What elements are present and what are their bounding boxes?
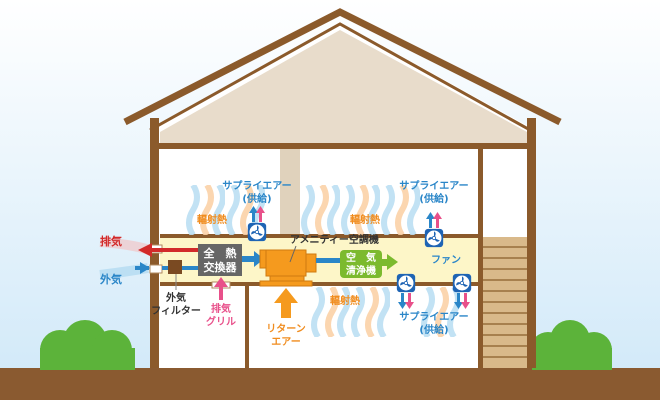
- supply-arrows-up: [249, 206, 442, 228]
- heat-exchanger: [198, 244, 242, 276]
- ground: [0, 368, 660, 400]
- return-air-label-2: エアー: [271, 336, 300, 348]
- supply-air-label-1b: (供給): [242, 192, 271, 205]
- supply-air-label-1: サプライエアー: [222, 179, 291, 192]
- radiant-heat-label: 輻射熱: [197, 213, 227, 226]
- amenity-air-conditioner: [259, 249, 317, 287]
- flow-arrow-to-ac: [254, 251, 264, 267]
- supply-air-label-3: サプライエアー: [399, 310, 468, 323]
- fan-label: ファン: [431, 254, 461, 266]
- filter-label-1: 外気: [165, 291, 186, 304]
- supply-air-label-2: サプライエアー: [399, 179, 468, 192]
- amenity-ac-label: アメニティー空調機: [290, 233, 379, 246]
- outside-air-filter: [168, 260, 182, 274]
- return-air-arrow: [274, 288, 298, 318]
- air-purifier: [340, 250, 382, 278]
- intake-vent: [149, 264, 163, 274]
- exhaust-grille-arrow: [214, 277, 228, 287]
- exhaust-arrow: [99, 237, 198, 257]
- fan-icon: [396, 273, 416, 293]
- outside-air-label: 外気: [99, 272, 122, 286]
- heat-exchanger-label-1: 全 熱: [203, 246, 237, 260]
- supply-air-label-3b: (供給): [419, 323, 448, 336]
- fan-icon: [247, 222, 267, 242]
- purifier-arrow: [387, 254, 398, 270]
- bush-left: [40, 320, 135, 370]
- exhaust-grille-label-1: 排気: [211, 302, 231, 315]
- heat-exchanger-label-2: 交換器: [204, 260, 238, 274]
- radiant-heat-label: 輻射熱: [350, 213, 380, 226]
- air-purifier-label-2: 清浄機: [346, 264, 376, 277]
- exhaust-grille-label-2: グリル: [206, 315, 236, 328]
- bush-right: [530, 320, 612, 370]
- radiant-heat-label: 輻射熱: [330, 294, 360, 307]
- return-air-label-1: リターン: [266, 323, 306, 335]
- fan-icon: [424, 228, 444, 248]
- air-purifier-label-1: 空 気: [346, 251, 376, 264]
- supply-arrows-down: [398, 293, 470, 309]
- exhaust-label: 排気: [100, 234, 122, 248]
- fan-icon: [452, 273, 472, 293]
- filter-label-2: フィルター: [151, 305, 201, 317]
- supply-air-label-2b: (供給): [419, 192, 448, 205]
